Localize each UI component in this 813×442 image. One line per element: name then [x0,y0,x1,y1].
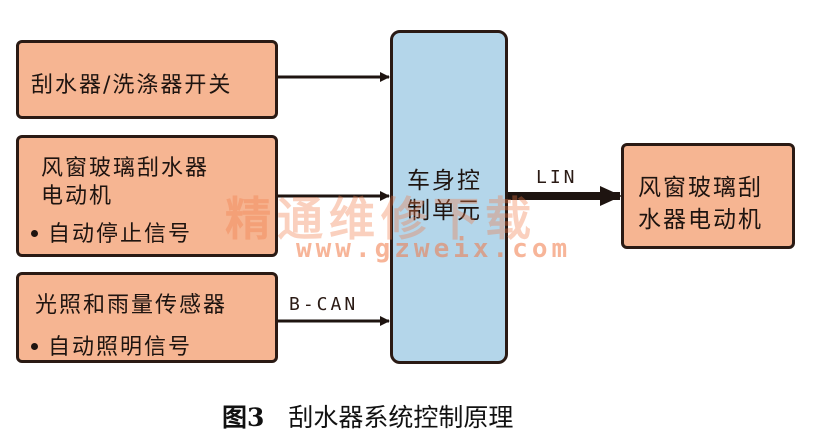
light-rain-sensor-box: 光照和雨量传感器 自动照明信号 [16,272,278,363]
bcm-label-line2: 制单元 [407,198,482,224]
wiper-motor-label-line1: 风窗玻璃刮水器 [41,156,210,181]
light-rain-sensor-label: 光照和雨量传感器 [35,293,228,318]
watermark-url: www.gzweix.com [296,234,572,264]
windshield-wiper-motor-input-box: 风窗玻璃刮水器 电动机 自动停止信号 [16,135,278,257]
figure-number: 图3 [222,403,265,432]
watermark-text: 精通维修下载 [225,192,537,246]
figure-title: 刮水器系统控制原理 [288,403,514,432]
auto-lighting-signal-label: 自动照明信号 [48,335,193,360]
bullet-icon [31,229,38,237]
lin-bus-label: LIN [536,167,578,188]
windshield-wiper-motor-output-box: 风窗玻璃刮 水器电动机 [621,143,795,249]
bcm-label-line1: 车身控 [407,168,482,194]
auto-stop-signal-item: 自动停止信号 [31,216,192,248]
body-control-unit-box: 车身控 制单元 [390,30,508,364]
bcan-bus-label: B-CAN [289,294,359,315]
auto-stop-signal-label: 自动停止信号 [48,222,193,247]
wiper-motor-label-line2: 电动机 [41,184,114,209]
output-motor-label-line1: 风窗玻璃刮 [638,175,763,201]
figure-caption: 图3 刮水器系统控制原理 [222,398,513,434]
output-motor-label-line2: 水器电动机 [638,207,763,233]
wiper-washer-switch-box: 刮水器/洗涤器开关 [16,40,278,119]
wiper-washer-switch-label: 刮水器/洗涤器开关 [31,73,233,98]
auto-lighting-signal-item: 自动照明信号 [31,329,192,361]
bullet-icon [31,342,38,350]
